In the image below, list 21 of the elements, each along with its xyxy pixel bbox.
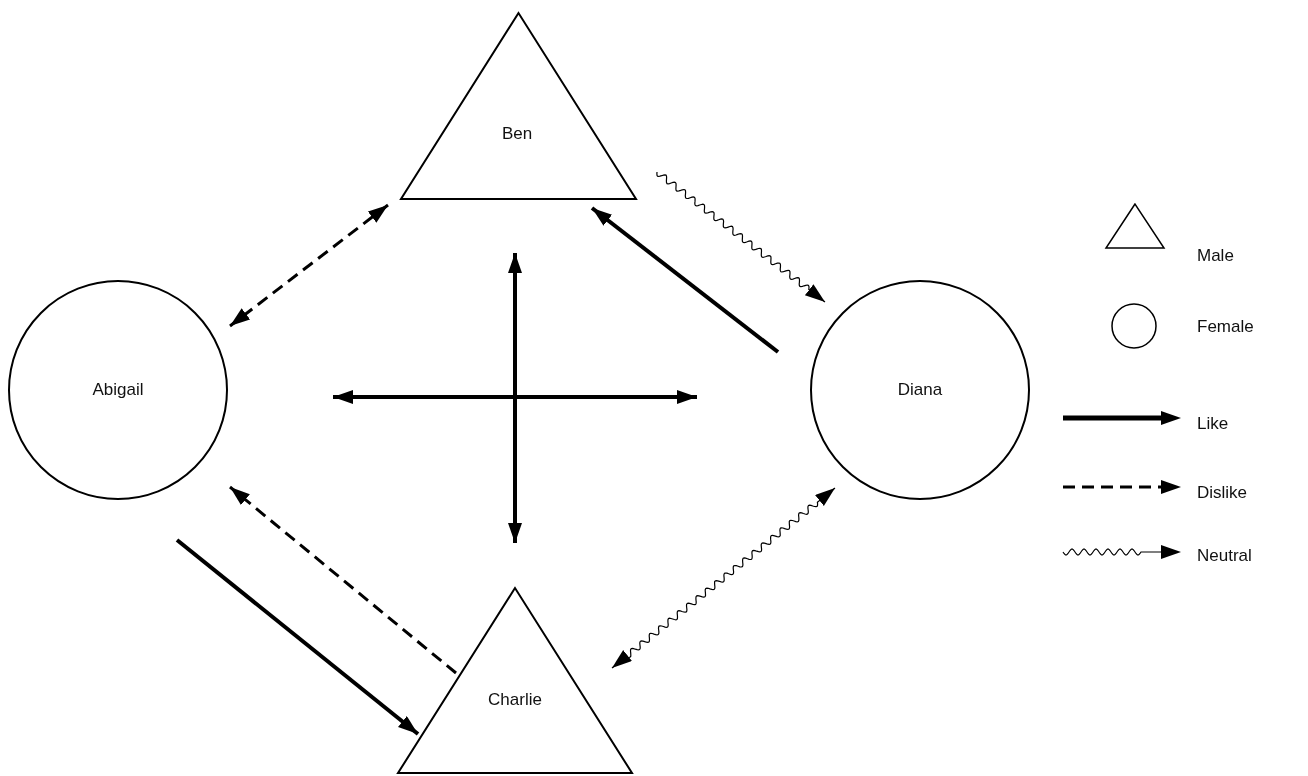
triangle-node [400,12,637,200]
arrow [611,487,836,669]
legend-label: Dislike [1197,483,1248,503]
circle-node [810,280,1030,500]
arrow [590,206,780,354]
legend-label: Male [1197,246,1234,266]
arrow [333,390,697,404]
node-label: Charlie [488,690,542,710]
circle-node [8,280,228,500]
triangle-node [397,587,633,774]
node-label: Diana [897,380,943,400]
arrow [656,171,826,303]
legend-label: Like [1197,414,1229,434]
arrow [175,538,420,736]
node-label: Ben [501,124,533,144]
node-label: Abigail [92,380,144,400]
arrow [229,203,389,328]
arrow [229,485,457,675]
arrow [508,253,522,543]
legend-label: Female [1197,317,1254,337]
legend-label: Neutral [1197,546,1252,566]
